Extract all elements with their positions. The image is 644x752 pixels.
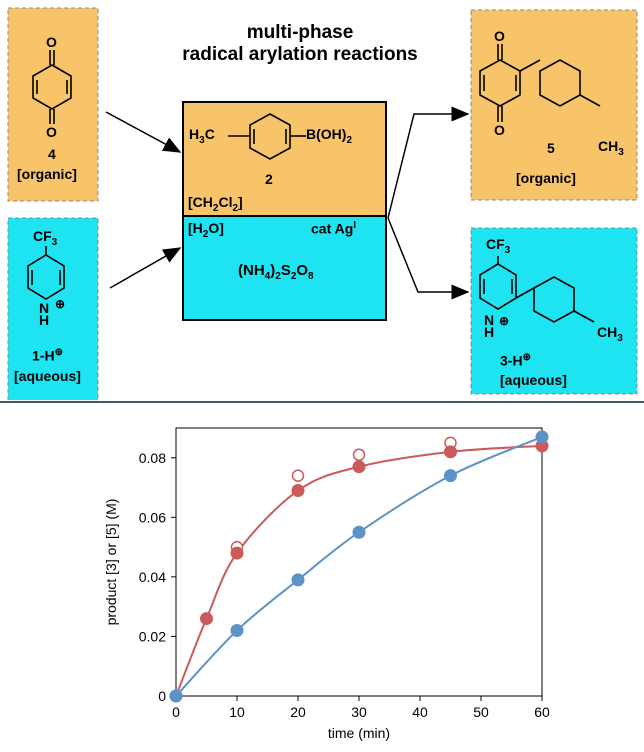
arrow-to-organic-product bbox=[387, 106, 470, 219]
series-0-point bbox=[291, 484, 305, 498]
x-tick-label: 10 bbox=[229, 704, 245, 720]
series-0-point bbox=[200, 612, 213, 626]
series-0-curve bbox=[175, 444, 543, 697]
compound-1-charge: ⊕ bbox=[55, 297, 66, 311]
y-tick-label: 0.04 bbox=[139, 569, 166, 585]
y-tick-label: 0.08 bbox=[139, 450, 166, 466]
product-3-cf3: CF3 bbox=[486, 236, 511, 256]
section-divider bbox=[0, 401, 644, 403]
series-0-open-point bbox=[352, 448, 366, 462]
compound-1-label: 1-H⊕ bbox=[32, 347, 63, 364]
arylpyridinium-structure bbox=[479, 256, 595, 323]
series-1-point bbox=[230, 623, 244, 637]
scheme-title-line2: radical arylation reactions bbox=[182, 44, 418, 65]
oxidant: (NH4)2S2O8 bbox=[238, 262, 314, 282]
series-0-point bbox=[352, 460, 366, 474]
reagent-number: 2 bbox=[265, 171, 273, 187]
series-0-point bbox=[230, 546, 244, 560]
organic-solvent: [CH2Cl2] bbox=[188, 194, 243, 214]
y-tick-label: 0 bbox=[158, 688, 166, 704]
reactor-aqueous-phase bbox=[182, 215, 387, 321]
series-1-point bbox=[535, 430, 549, 444]
series-0-point bbox=[444, 445, 457, 459]
compound-5-number: 5 bbox=[547, 140, 555, 156]
compound-5-phase: [organic] bbox=[516, 170, 576, 186]
scheme-title-line1: multi-phase bbox=[246, 22, 354, 43]
compound-1-hydrogen: H bbox=[39, 312, 50, 328]
x-axis-label: time (min) bbox=[328, 725, 390, 741]
product-3-charge: ⊕ bbox=[499, 314, 510, 328]
product-3-methyl: CH3 bbox=[597, 324, 623, 344]
catalyst: cat AgI bbox=[311, 220, 357, 237]
kinetics-chart: 0 10 20 30 40 50 60 0 0.02 0.04 0.06 0.08 time (min… bbox=[103, 427, 550, 741]
compound-1-nitrogen: N bbox=[39, 300, 50, 316]
organic-reactant-box bbox=[7, 7, 99, 202]
arylboronic-acid-structure bbox=[228, 113, 306, 160]
x-tick-label: 60 bbox=[534, 704, 550, 720]
pyridinium-structure bbox=[27, 246, 65, 300]
y-tick-label: 0.02 bbox=[139, 628, 166, 644]
product-5-methyl: CH3 bbox=[598, 138, 624, 158]
quinone-oxygen-top: O bbox=[46, 34, 57, 50]
product-3-nitrogen: N bbox=[484, 312, 495, 328]
x-tick-label: 40 bbox=[412, 704, 428, 720]
compound-1-cf3: CF3 bbox=[33, 228, 58, 248]
x-tick-label: 0 bbox=[172, 704, 180, 720]
arrow-quinone-to-reactor bbox=[105, 111, 182, 153]
compound-1-phase: [aqueous] bbox=[14, 368, 81, 384]
reactor-organic-phase bbox=[182, 101, 387, 217]
aqueous-product-box bbox=[470, 227, 638, 395]
scheme-title: multi-phase radical arylation reactions bbox=[150, 22, 450, 66]
series-1-point bbox=[169, 689, 183, 703]
y-tick-label: 0.06 bbox=[139, 509, 166, 525]
x-tick-label: 20 bbox=[290, 704, 306, 720]
aqueous-solvent: [H2O] bbox=[188, 220, 224, 240]
series-1-point bbox=[444, 469, 457, 483]
reagent-boron: B(OH)2 bbox=[306, 126, 352, 146]
series-0-open-point bbox=[291, 469, 305, 482]
product-3-hydrogen: H bbox=[484, 324, 495, 340]
arylquinone-structure bbox=[479, 44, 601, 122]
x-tick-label: 50 bbox=[473, 704, 489, 720]
product-5-oxygen-top: O bbox=[494, 28, 505, 44]
y-axis-label: product [3] or [5] (M) bbox=[103, 499, 119, 626]
series-1-point bbox=[291, 573, 305, 587]
arrow-pyridinium-to-reactor bbox=[109, 247, 182, 289]
arrow-to-aqueous-product bbox=[387, 217, 470, 300]
quinone-oxygen-bottom: O bbox=[46, 124, 57, 140]
product-5-oxygen-bottom: O bbox=[494, 122, 505, 138]
reagent-methyl: H3C bbox=[189, 126, 215, 146]
benzoquinone-structure bbox=[32, 50, 72, 124]
compound-3-phase: [aqueous] bbox=[500, 372, 567, 388]
aqueous-reactant-box bbox=[7, 217, 99, 400]
reaction-scheme bbox=[7, 7, 638, 400]
compound-4-number: 4 bbox=[48, 146, 56, 162]
compound-4-phase: [organic] bbox=[17, 166, 77, 182]
series-1-curve bbox=[175, 436, 543, 697]
series-1-point bbox=[352, 525, 366, 539]
x-tick-label: 30 bbox=[351, 704, 367, 720]
compound-3-label: 3-H⊕ bbox=[500, 352, 531, 369]
